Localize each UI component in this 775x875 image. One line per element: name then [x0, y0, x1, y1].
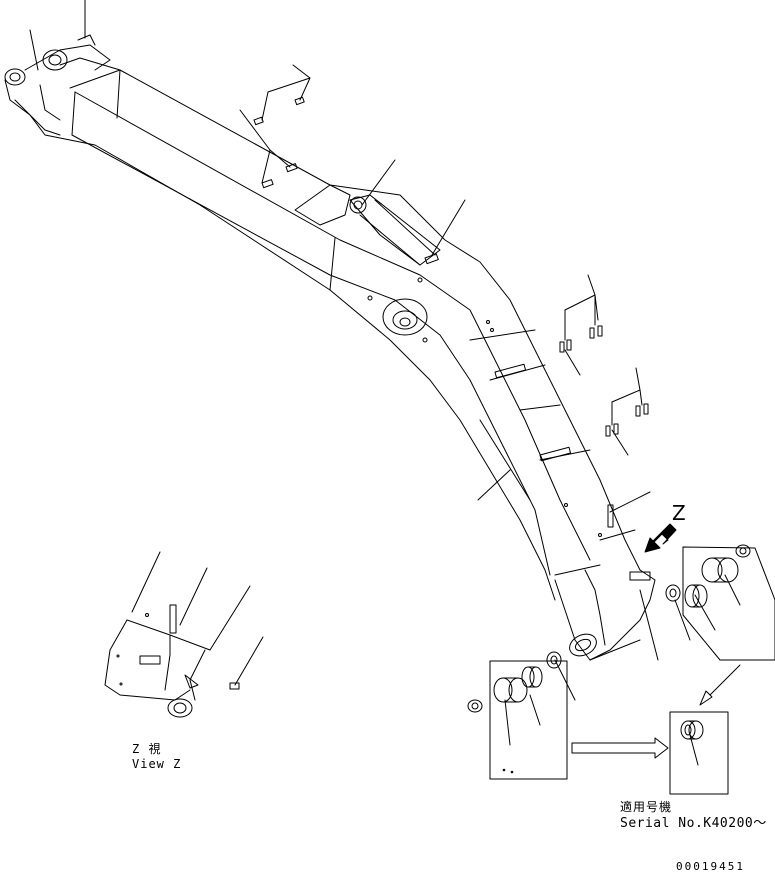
leader-lines [29, 0, 741, 766]
view-z-detail [104, 551, 264, 718]
bushing-group-lower [467, 651, 669, 780]
view-arrow [644, 523, 677, 553]
bolt-group [559, 325, 649, 437]
serial-label-jp: 適用号機 [620, 800, 673, 814]
view-z-label-en: View Z [132, 757, 182, 771]
boom-body [4, 34, 656, 661]
view-z-label-jp: Z 視 [132, 742, 162, 756]
serial-part-box [669, 711, 729, 795]
view-z-marker: Z [672, 501, 687, 525]
serial-label-en: Serial No.K40200～ [620, 816, 767, 831]
bushing-group-right [665, 544, 775, 706]
document-number: 00019451 [676, 860, 745, 873]
